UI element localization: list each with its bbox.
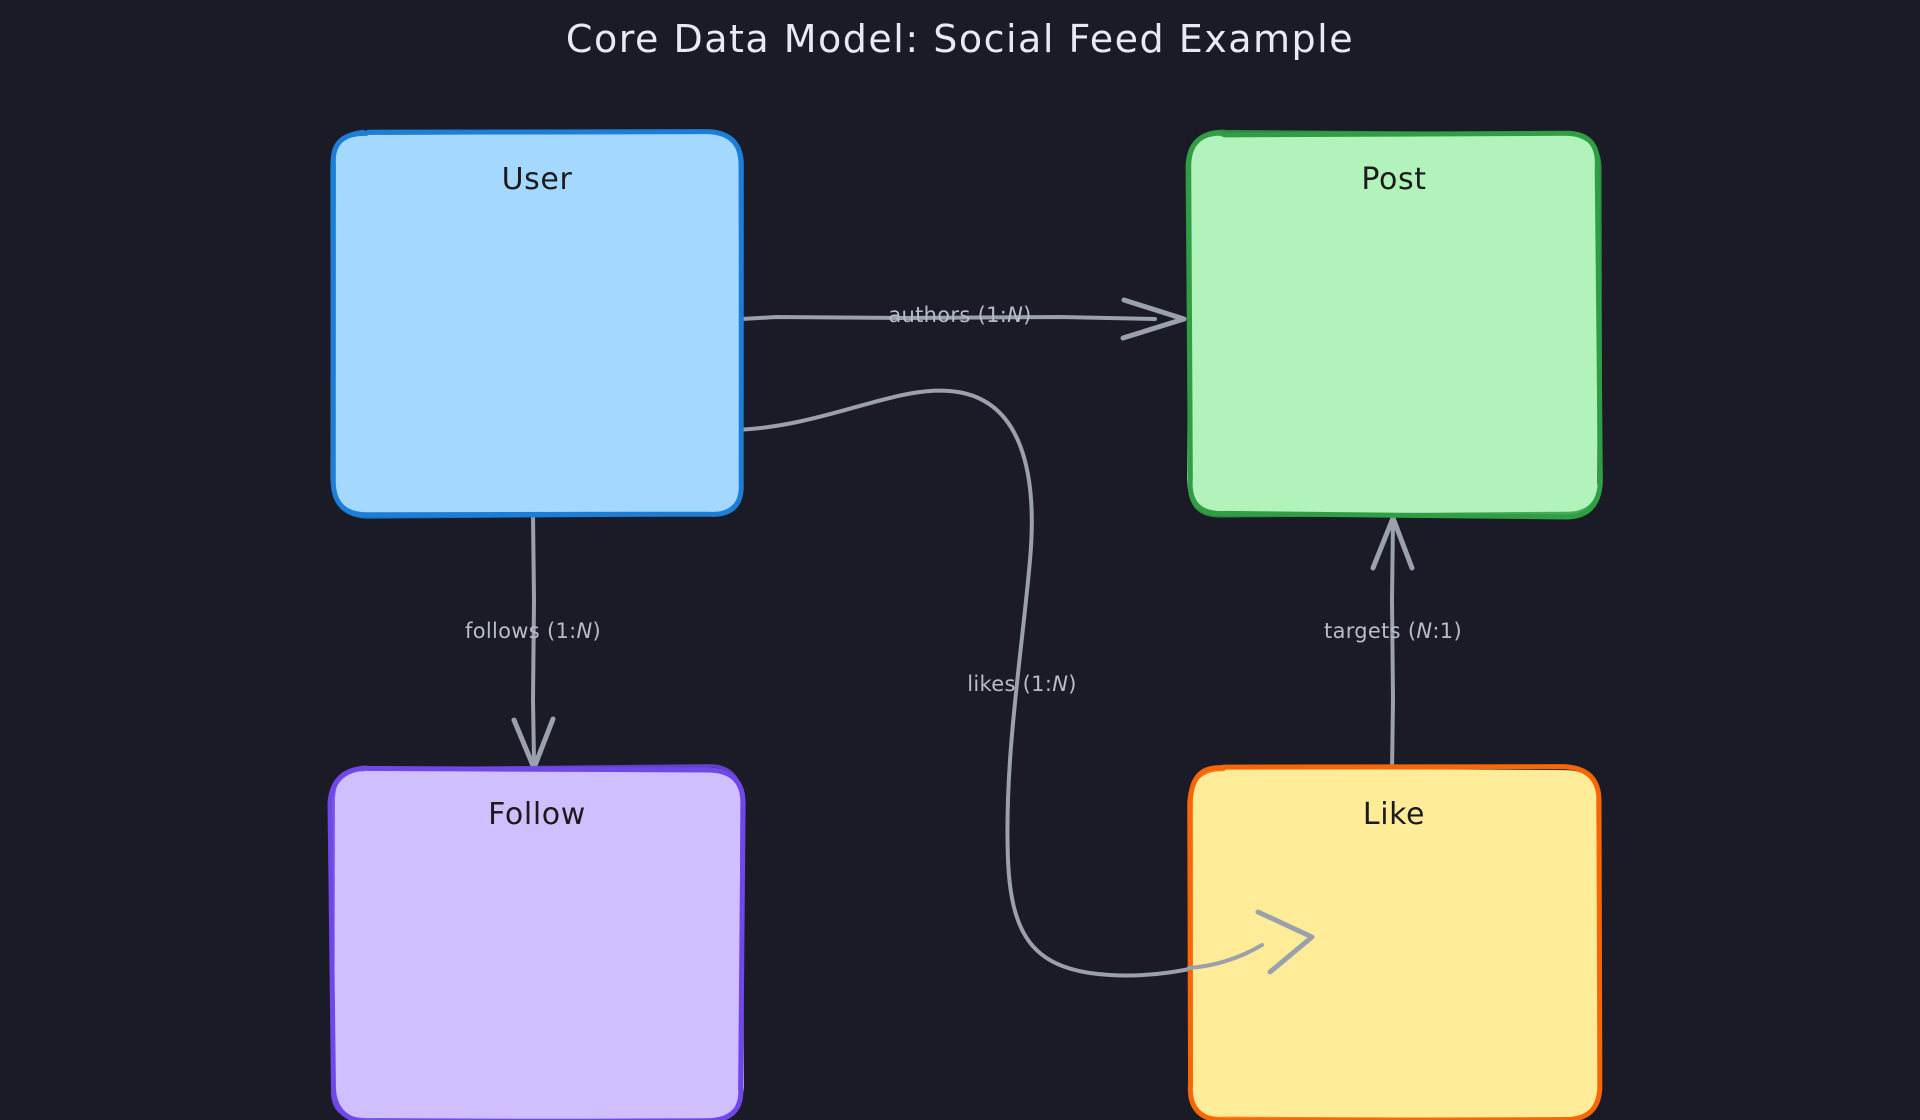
edge-targets-label: targets (N:1) — [1324, 619, 1462, 643]
node-user-fill — [330, 132, 742, 517]
edge-likes-label-prefix: likes (1: — [967, 672, 1052, 696]
edge-follows-label: follows (1:N) — [465, 619, 601, 643]
node-follow-border — [331, 764, 744, 1120]
edge-targets-arrowhead — [1370, 515, 1415, 571]
node-post-border — [1185, 129, 1603, 518]
node-post-fill — [1187, 131, 1598, 516]
edge-targets[interactable]: targets (N:1) — [1324, 515, 1462, 774]
edge-likes-label-n: N — [1052, 672, 1068, 696]
node-follow[interactable]: Follow — [327, 764, 746, 1120]
edge-authors[interactable]: authors (1:N) — [740, 297, 1187, 341]
node-follow-fill — [332, 768, 744, 1120]
edge-authors-label-prefix: authors (1: — [888, 303, 1007, 327]
node-like-fill — [1189, 767, 1600, 1120]
node-post-label: Post — [1361, 162, 1426, 197]
edge-authors-arrowhead — [1120, 297, 1187, 341]
node-like-border — [1187, 765, 1602, 1120]
node-post[interactable]: Post — [1185, 129, 1603, 520]
edge-likes-arrowhead-overlay — [1187, 909, 1315, 975]
edge-authors-path — [740, 315, 1157, 321]
node-like-label: Like — [1363, 797, 1425, 832]
node-user[interactable]: User — [330, 129, 744, 519]
edge-follows-label-suffix: ) — [593, 619, 602, 643]
edge-follows[interactable]: follows (1:N) — [465, 513, 601, 771]
edge-likes-label-suffix: ) — [1068, 672, 1077, 696]
diagram-title: Core Data Model: Social Feed Example — [566, 17, 1354, 61]
edge-targets-path — [1390, 518, 1395, 774]
edge-likes-arrowhead-top — [1255, 909, 1315, 975]
edge-likes-label: likes (1:N) — [967, 672, 1076, 696]
edge-authors-label-suffix: ) — [1023, 303, 1032, 327]
node-follow-label: Follow — [488, 797, 586, 832]
edge-authors-label-n: N — [1007, 303, 1023, 327]
node-like[interactable]: Like — [1187, 764, 1603, 1120]
edge-follows-label-prefix: follows (1: — [465, 619, 576, 643]
edge-layer: authors (1:N) follows (1:N) likes (1:N) — [465, 297, 1462, 978]
edge-follows-path — [531, 513, 536, 764]
node-user-border — [330, 129, 744, 519]
node-user-label: User — [502, 162, 573, 197]
edge-authors-label: authors (1:N) — [888, 303, 1031, 327]
edge-likes-path — [734, 388, 1252, 978]
edge-follows-label-n: N — [576, 619, 592, 643]
edge-targets-label-suffix: :1) — [1432, 619, 1462, 643]
edge-targets-label-prefix: targets ( — [1324, 619, 1416, 643]
edge-likes-tail-top — [1187, 943, 1264, 970]
edge-targets-label-n: N — [1416, 619, 1432, 643]
